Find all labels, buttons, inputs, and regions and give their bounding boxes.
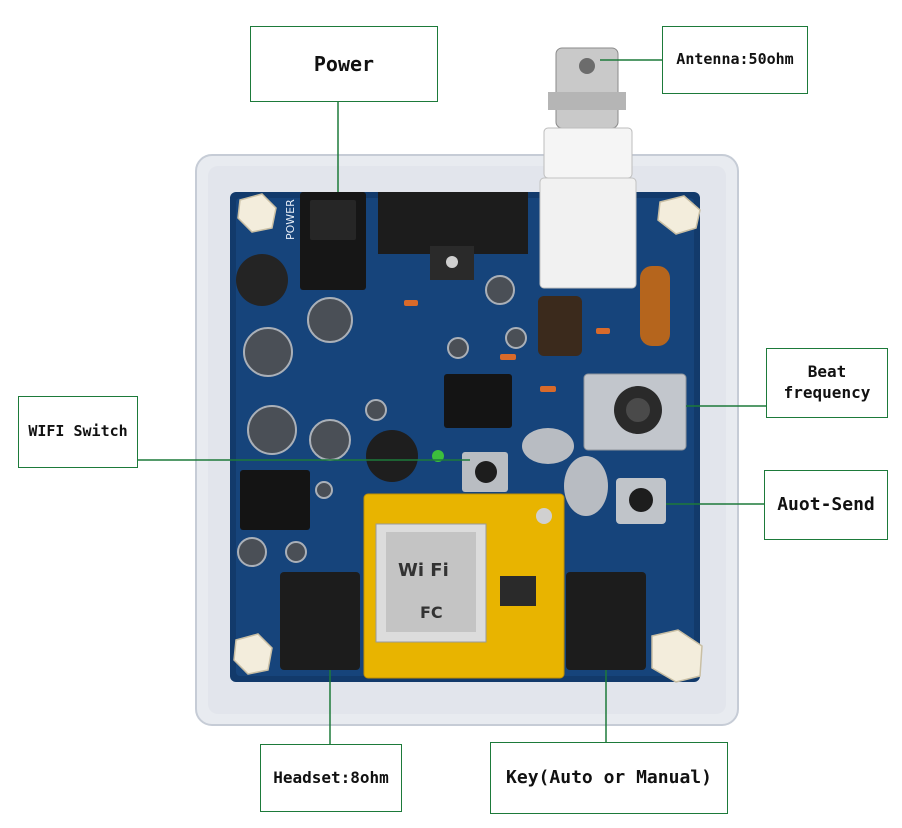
ic-chip-2: [240, 470, 310, 530]
headset-label-text: Headset:8ohm: [273, 767, 389, 787]
heatsink: [378, 192, 528, 254]
headset-jack: [280, 572, 360, 670]
beat-frequency-label: Beat frequency: [766, 348, 888, 418]
beat-frequency-line2: frequency: [783, 383, 871, 402]
antenna-label: Antenna:50ohm: [662, 26, 808, 94]
power-silkscreen: POWER: [284, 199, 297, 240]
antenna-connector: [539, 47, 637, 289]
capacitors: [237, 275, 527, 567]
key-label-text: Key(Auto or Manual): [506, 767, 712, 789]
inductor: [236, 254, 288, 306]
leader-lines: [138, 59, 766, 744]
headset-label: Headset:8ohm: [260, 744, 402, 812]
beat-frequency-line1: Beat: [807, 362, 847, 382]
standoffs: [233, 193, 703, 683]
power-label: Power: [250, 26, 438, 102]
beat-frequency-pot: [583, 373, 687, 451]
antenna-label-text: Antenna:50ohm: [676, 50, 794, 69]
wifi-module: Wi Fi FC: [363, 493, 565, 679]
auto-send-label: Auot-Send: [764, 470, 888, 540]
ic-chip-1: [444, 374, 512, 428]
power-label-text: Power: [313, 52, 375, 76]
wifi-logo-text: Wi Fi: [398, 560, 449, 581]
fcc-text: FC: [420, 603, 443, 622]
coil: [366, 430, 418, 482]
wifi-switch-label: WIFI Switch: [18, 396, 138, 468]
wifi-switch-label-text: WIFI Switch: [28, 422, 128, 441]
key-label: Key(Auto or Manual): [490, 742, 728, 814]
auto-send-label-text: Auot-Send: [777, 494, 875, 516]
key-jack: [566, 572, 646, 670]
toroid: [640, 266, 670, 346]
